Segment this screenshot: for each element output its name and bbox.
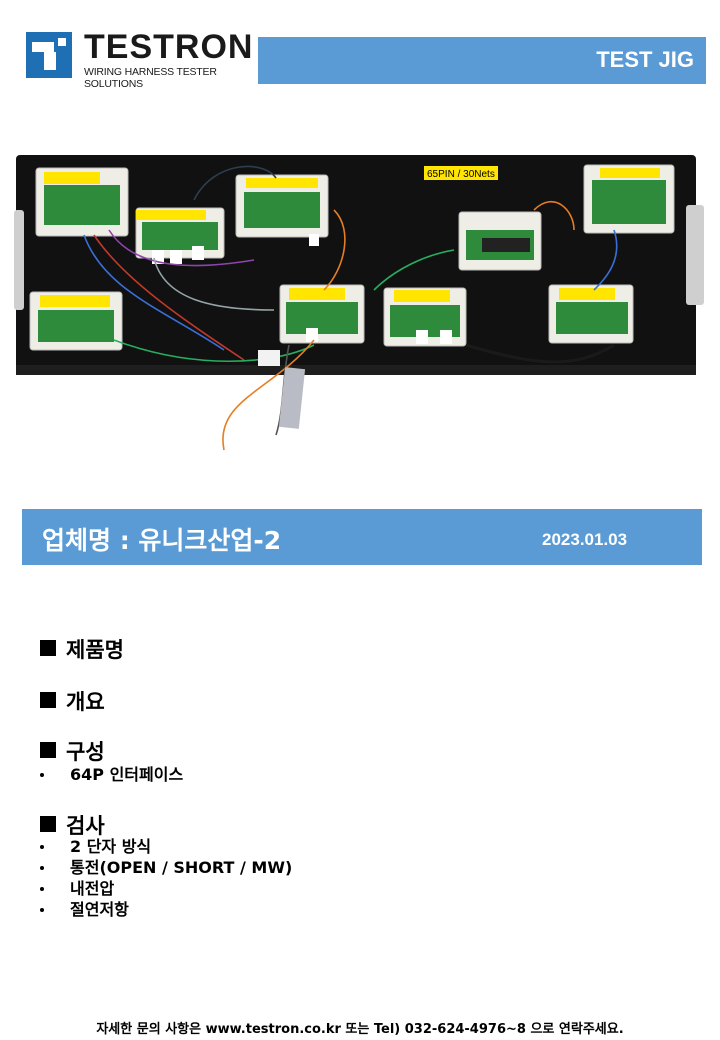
list-item: 통전(OPEN / SHORT / MW)	[40, 857, 292, 878]
bullet-dot-icon	[40, 773, 44, 777]
section-product-name: 제품명	[40, 634, 124, 664]
list-item: 내전압	[40, 878, 292, 899]
bullet-dot-icon	[40, 845, 44, 849]
inspection-list: 2 단자 방식 통전(OPEN / SHORT / MW) 내전압 절연저항	[40, 836, 292, 920]
list-item: 2 단자 방식	[40, 836, 292, 857]
footer-contact: 자세한 문의 사항은 www.testron.co.kr 또는 Tel) 032…	[96, 1022, 624, 1037]
testron-logo: TESTRON WIRING HARNESS TESTER SOLUTIONS	[26, 28, 252, 90]
configuration-list: 64P 인터페이스	[40, 764, 183, 785]
logo-tagline: WIRING HARNESS TESTER SOLUTIONS	[84, 66, 217, 90]
bullet-dot-icon	[40, 866, 44, 870]
list-item: 64P 인터페이스	[40, 764, 183, 785]
square-bullet-icon	[40, 640, 56, 656]
pin-label: 65PIN / 30Nets	[427, 169, 495, 180]
square-bullet-icon	[40, 816, 56, 832]
section-title: 구성	[66, 740, 105, 764]
section-title: 제품명	[66, 638, 124, 662]
bullet-dot-icon	[40, 908, 44, 912]
company-date: 2023.01.03	[542, 530, 628, 549]
test-jig-photo: 65PIN / 30Nets	[14, 155, 704, 451]
header-title: TEST JIG	[596, 47, 694, 72]
section-title: 개요	[66, 690, 105, 714]
header-bar: TEST JIG	[258, 37, 706, 84]
bullet-dot-icon	[40, 887, 44, 891]
list-item: 절연저항	[40, 899, 292, 920]
section-title: 검사	[66, 814, 105, 838]
logo-name: TESTRON	[84, 28, 254, 66]
company-name: 업체명 : 유니크산업-2	[42, 526, 282, 555]
section-inspection: 검사	[40, 810, 105, 840]
section-overview: 개요	[40, 686, 105, 716]
company-bar: 업체명 : 유니크산업-2 2023.01.03	[22, 509, 702, 565]
section-configuration: 구성	[40, 736, 105, 766]
testron-logo-icon	[26, 32, 72, 78]
square-bullet-icon	[40, 742, 56, 758]
square-bullet-icon	[40, 692, 56, 708]
